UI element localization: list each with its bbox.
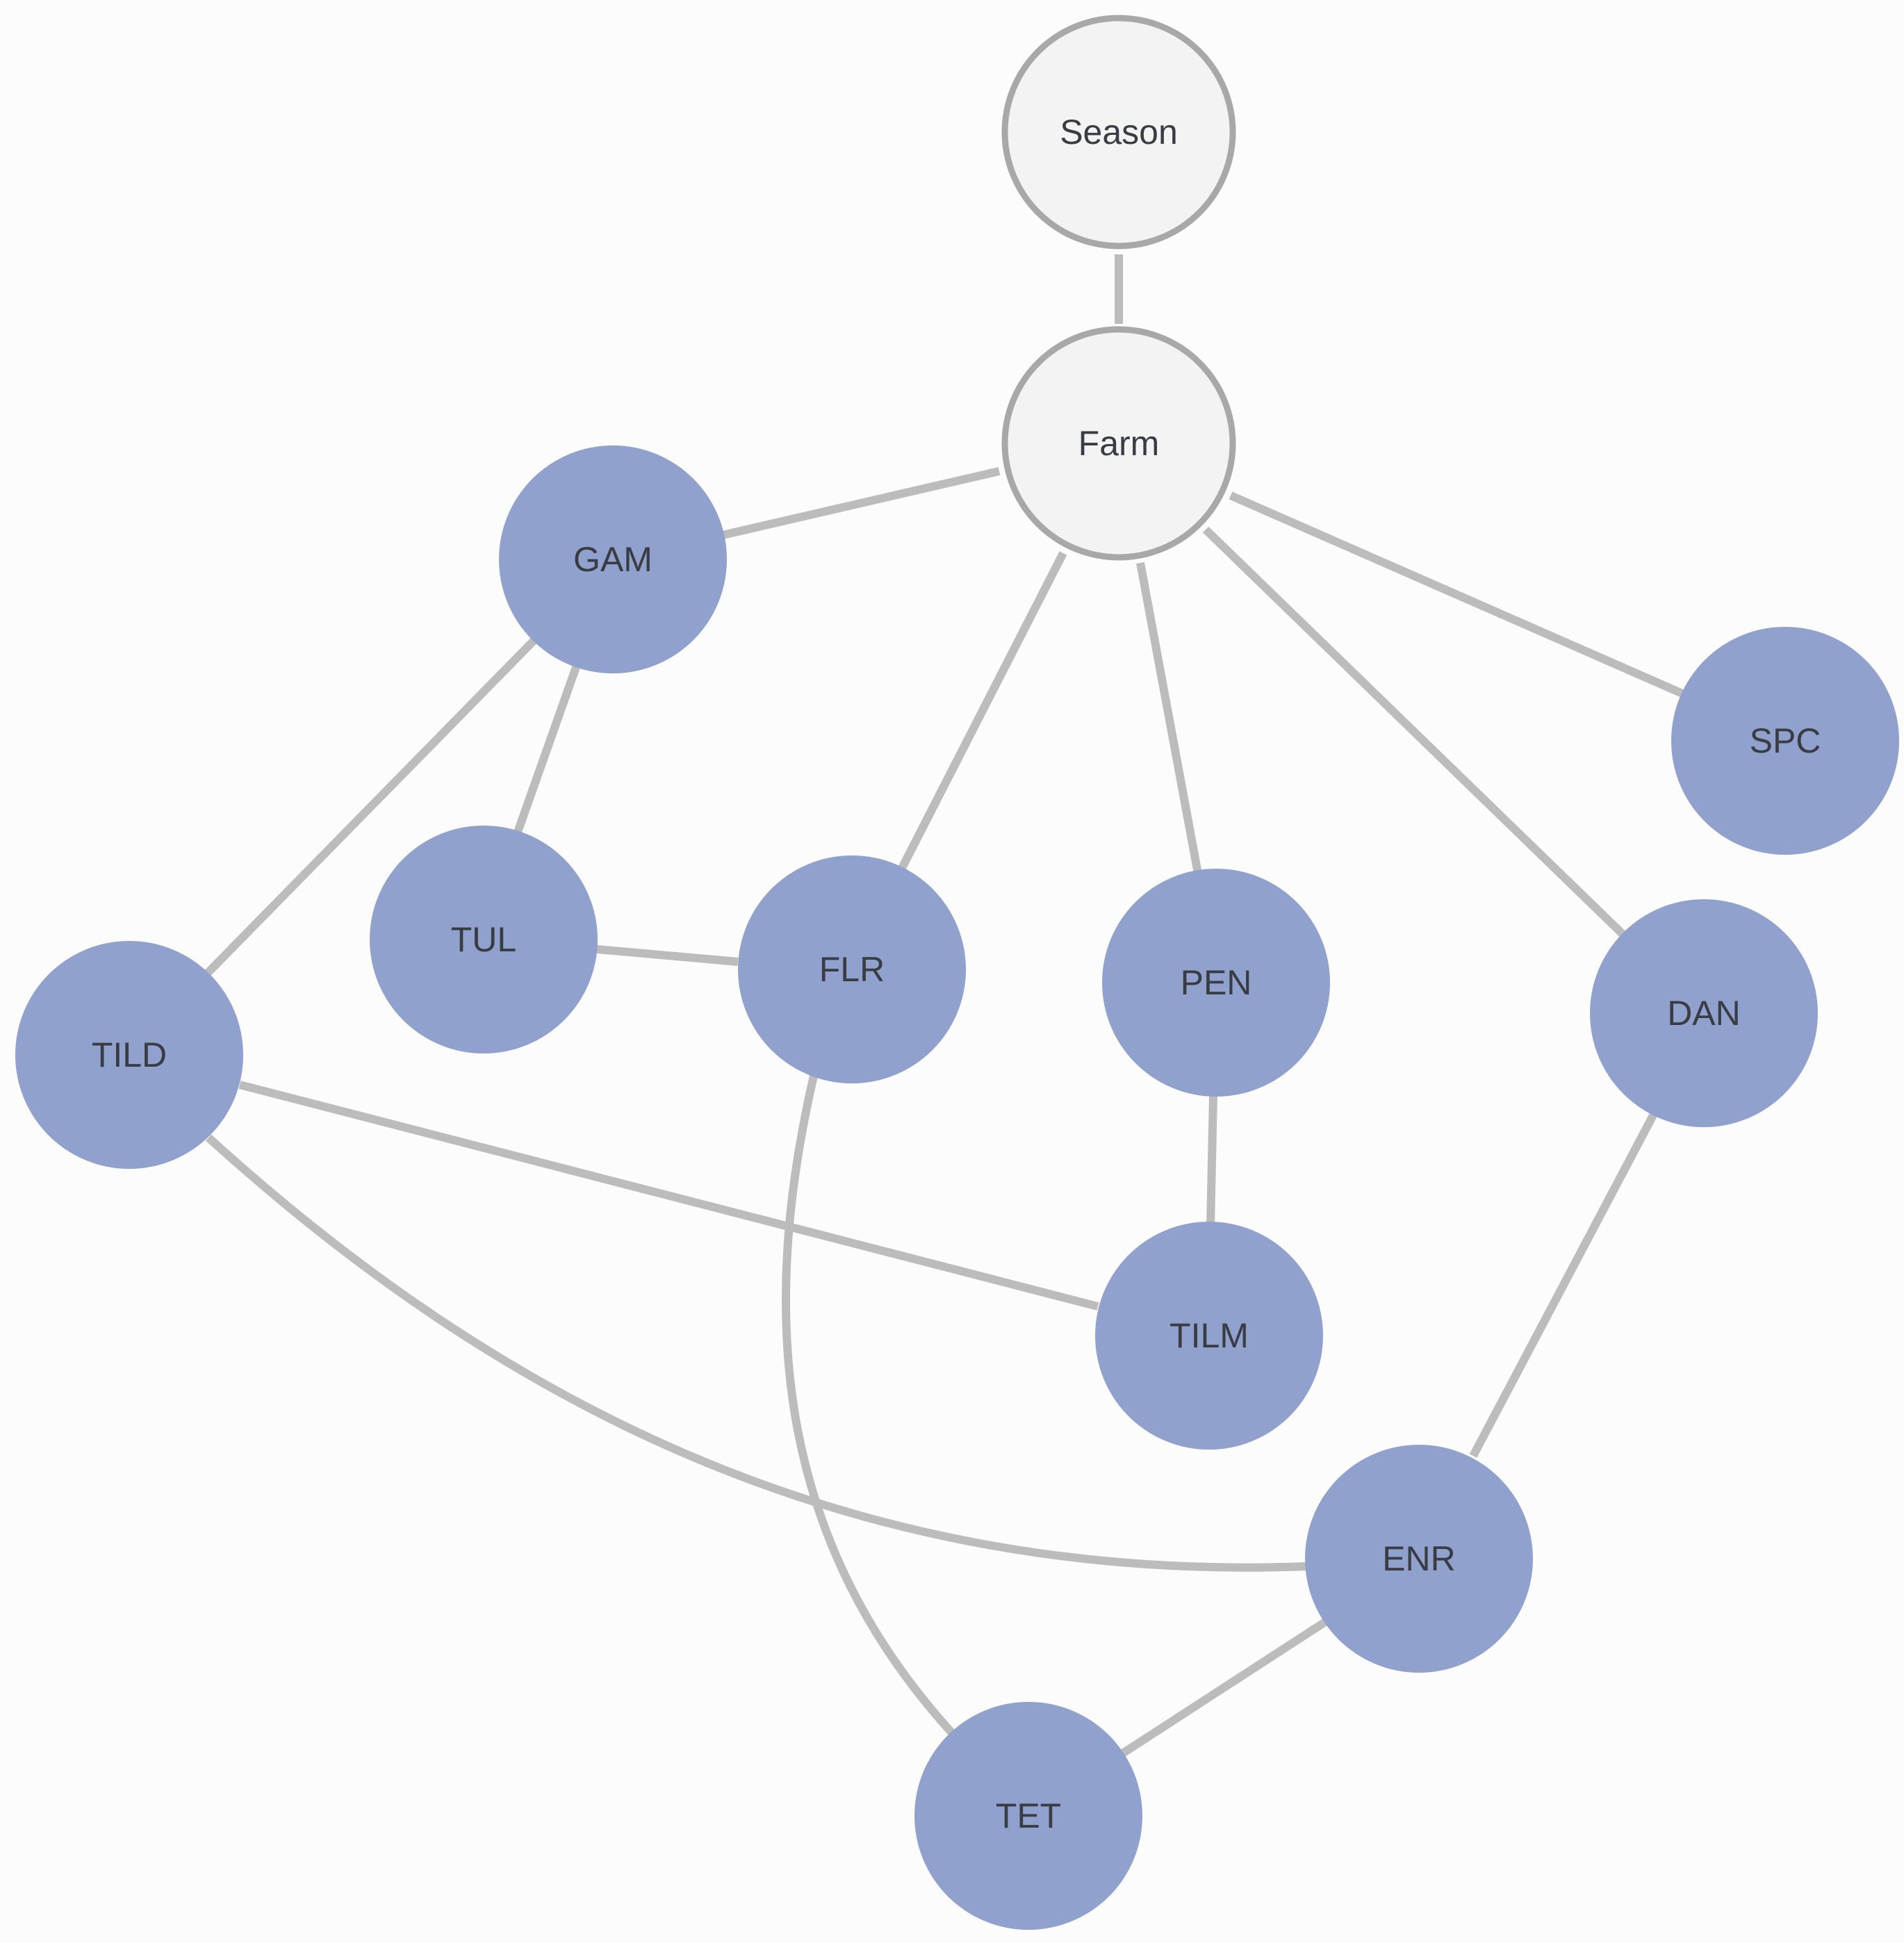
edge-gam-tul bbox=[513, 665, 580, 836]
node-gam-label: GAM bbox=[573, 540, 653, 579]
edge-tild-enr bbox=[205, 1134, 1307, 1572]
edge-farm-flr bbox=[896, 551, 1067, 873]
node-tet-label: TET bbox=[996, 1796, 1061, 1835]
node-layer: Season Farm GAM SPC TUL FLR PEN DAN bbox=[15, 15, 1899, 1930]
node-spc[interactable]: SPC bbox=[1671, 627, 1899, 855]
node-dan-label: DAN bbox=[1667, 994, 1741, 1033]
node-tet[interactable]: TET bbox=[914, 1702, 1142, 1930]
edge-tild-tilm bbox=[238, 1081, 1099, 1311]
edge-pen-tilm bbox=[1206, 1095, 1217, 1226]
node-tul-label: TUL bbox=[451, 920, 516, 959]
edge-farm-spc bbox=[1229, 491, 1684, 698]
node-farm-circle bbox=[1001, 326, 1236, 561]
node-flr-label: FLR bbox=[819, 950, 885, 989]
edge-enr-tet bbox=[1115, 1616, 1330, 1761]
node-tul[interactable]: TUL bbox=[370, 826, 598, 1054]
node-flr[interactable]: FLR bbox=[738, 855, 966, 1083]
node-gam[interactable]: GAM bbox=[499, 445, 727, 673]
edge-farm-dan bbox=[1202, 526, 1627, 939]
node-tet-circle bbox=[914, 1702, 1142, 1930]
node-season-label: Season bbox=[1060, 113, 1178, 151]
node-pen-circle bbox=[1102, 869, 1330, 1097]
node-tild[interactable]: TILD bbox=[15, 941, 243, 1169]
edge-farm-pen bbox=[1136, 561, 1202, 875]
node-spc-label: SPC bbox=[1750, 721, 1821, 760]
node-gam-circle bbox=[499, 445, 727, 673]
node-tilm-label: TILM bbox=[1170, 1316, 1249, 1355]
node-enr-circle bbox=[1305, 1445, 1533, 1673]
node-farm[interactable]: Farm bbox=[1001, 326, 1236, 561]
node-dan[interactable]: DAN bbox=[1590, 899, 1818, 1127]
edge-layer bbox=[202, 254, 1684, 1761]
node-enr-label: ENR bbox=[1382, 1539, 1456, 1578]
node-season-circle bbox=[1001, 15, 1236, 249]
node-farm-label: Farm bbox=[1078, 424, 1160, 463]
node-dan-circle bbox=[1590, 899, 1818, 1127]
edge-farm-gam bbox=[721, 467, 1001, 539]
node-pen[interactable]: PEN bbox=[1102, 869, 1330, 1097]
node-enr[interactable]: ENR bbox=[1305, 1445, 1533, 1673]
edge-gam-tild bbox=[202, 637, 537, 978]
node-tilm[interactable]: TILM bbox=[1095, 1222, 1323, 1450]
node-tild-label: TILD bbox=[92, 1035, 167, 1074]
node-spc-circle bbox=[1671, 627, 1899, 855]
node-tild-circle bbox=[15, 941, 243, 1169]
edge-tul-flr bbox=[596, 945, 739, 966]
edge-dan-enr bbox=[1469, 1112, 1658, 1458]
node-tilm-circle bbox=[1095, 1222, 1323, 1450]
node-tul-circle bbox=[370, 826, 598, 1054]
node-pen-label: PEN bbox=[1181, 963, 1252, 1002]
edge-flr-tet bbox=[782, 1074, 957, 1738]
node-flr-circle bbox=[738, 855, 966, 1083]
node-season[interactable]: Season bbox=[1001, 15, 1236, 249]
